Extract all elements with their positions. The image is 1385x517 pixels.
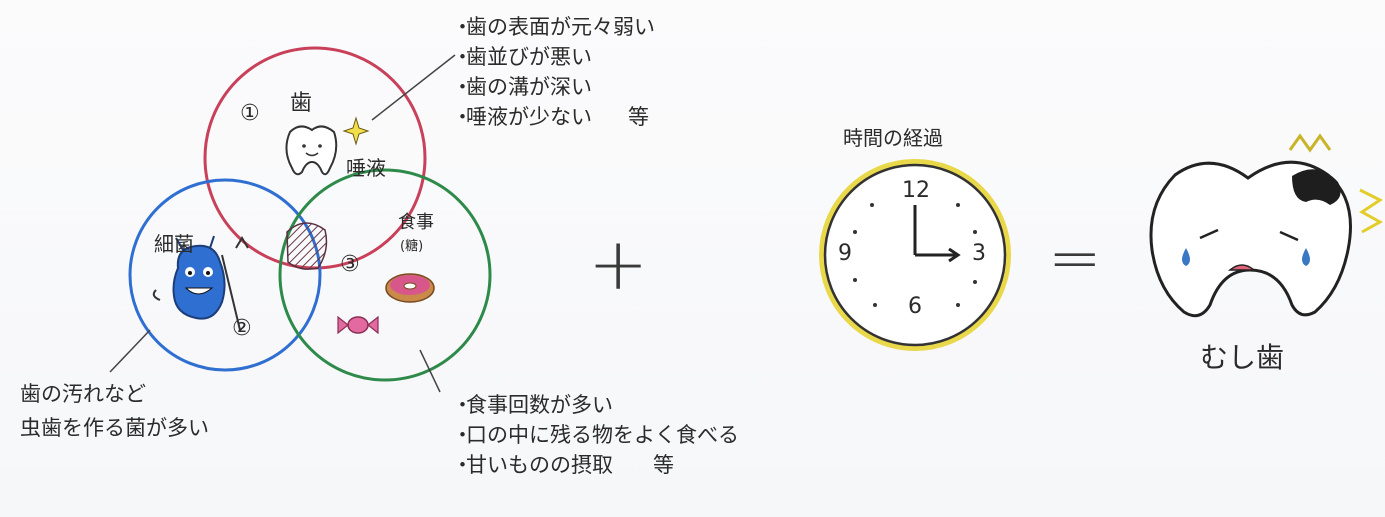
list-item: ・唾液が少ない等 <box>452 105 649 129</box>
list-item: ・歯並びが悪い <box>452 45 592 69</box>
bacteria-note-line1: 歯の汚れなど <box>20 382 146 406</box>
small-tooth-icon <box>285 125 338 176</box>
circle2-number: ② <box>232 316 252 341</box>
clock-title: 時間の経過 <box>843 126 943 150</box>
clock-numeral-3: 3 <box>972 241 986 266</box>
circle1-sub-label: 唾液 <box>346 156 386 180</box>
leader-line-diet <box>419 349 441 393</box>
plus-sign: + <box>588 222 649 306</box>
clock-icon <box>819 159 1011 351</box>
circle1-number: ① <box>240 101 260 126</box>
equals-sign: = <box>1048 222 1102 296</box>
list-item: ・食事回数が多い <box>452 393 613 417</box>
decayed-tooth-icon <box>1149 160 1352 318</box>
donut-icon <box>385 273 435 303</box>
clock-numeral-9: 9 <box>838 241 852 266</box>
clock-numeral-12: 12 <box>902 178 930 203</box>
clock-numeral-6: 6 <box>908 294 922 319</box>
leader-line-teeth <box>371 54 456 121</box>
list-item: ・口の中に残る物をよく食べる <box>452 423 739 447</box>
venn-overlap-hatch <box>286 222 328 270</box>
circle1-label: 歯 <box>290 91 313 116</box>
bacteria-note-line2: 虫歯を作る菌が多い <box>20 416 209 440</box>
result-label: むし歯 <box>1200 341 1285 374</box>
diet-factors-list: ・食事回数が多い ・口の中に残る物をよく食べる ・甘いものの摂取等 <box>452 390 739 480</box>
venn-circle-diet <box>278 168 492 382</box>
circle3-label: 食事 <box>398 212 434 233</box>
circle3-sub-label: (糖) <box>400 239 424 254</box>
list-item: ・甘いものの摂取等 <box>452 453 674 477</box>
leader-line-bacteria <box>109 329 151 373</box>
list-item: ・歯の表面が元々弱い <box>452 15 655 39</box>
teeth-factors-list: ・歯の表面が元々弱い ・歯並びが悪い ・歯の溝が深い ・唾液が少ない等 <box>452 12 655 132</box>
bacteria-monster-icon <box>152 235 249 331</box>
pain-zigzag-side <box>1359 188 1384 234</box>
teeth-factors-etc: 等 <box>628 105 649 129</box>
candy-icon <box>337 315 379 335</box>
circle3-number: ③ <box>340 252 360 277</box>
diet-factors-etc: 等 <box>653 453 674 477</box>
venn-circle-bacteria <box>128 178 322 372</box>
list-item: ・歯の溝が深い <box>452 75 592 99</box>
sparkle-icon <box>342 116 370 146</box>
circle2-label: 細菌 <box>154 232 194 256</box>
pain-zigzag-top <box>1288 133 1332 153</box>
